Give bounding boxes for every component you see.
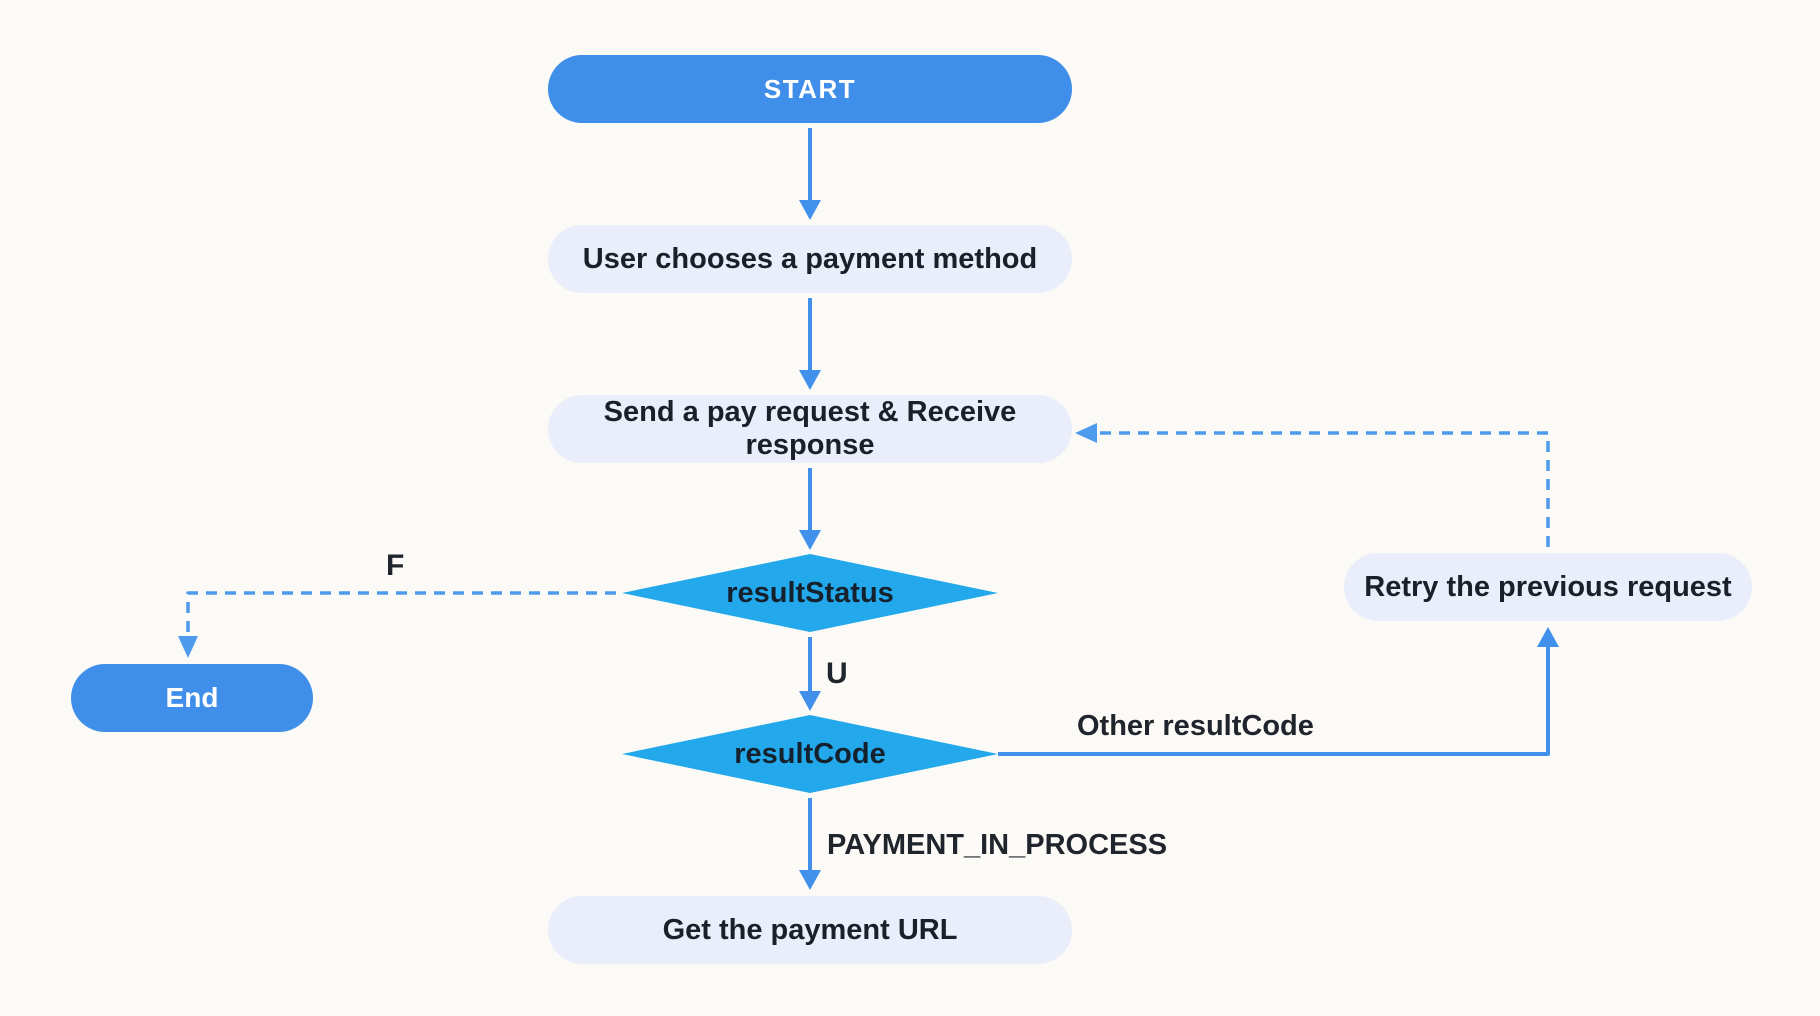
result-status-label: resultStatus (726, 576, 894, 609)
edge-label-payment-in-process: PAYMENT_IN_PROCESS (827, 829, 1168, 861)
get-url-node: Get the payment URL (548, 896, 1072, 964)
dashed-connectors (186, 431, 1550, 637)
retry-node: Retry the previous request (1344, 553, 1752, 621)
arrowhead-into-send-dashed (1075, 423, 1097, 443)
start-label: START (763, 73, 857, 104)
arrowhead-into-retry (1537, 627, 1559, 647)
edge-label-f: F (386, 549, 405, 582)
end-node: End (71, 664, 313, 732)
edge-resultcode-to-retry (998, 646, 1550, 756)
solid-arrowheads (799, 200, 1559, 890)
solid-connectors (808, 128, 1550, 871)
dashed-arrowheads (178, 423, 1097, 658)
arrowhead-into-resultcode (799, 691, 821, 711)
arrowhead-into-send (799, 370, 821, 390)
choose-method-label: User chooses a payment method (582, 242, 1038, 275)
edge-label-u: U (826, 657, 848, 690)
arrowhead-into-choose (799, 200, 821, 220)
get-url-label: Get the payment URL (662, 913, 958, 946)
send-request-label: Send a pay request & Receive response (603, 396, 1017, 461)
edge-resultstatus-to-end (186, 591, 616, 637)
retry-label: Retry the previous request (1364, 570, 1732, 603)
choose-method-node: User chooses a payment method (548, 225, 1072, 293)
edge-label-other-resultcode: Other resultCode (1077, 710, 1314, 742)
end-label: End (165, 682, 219, 713)
arrowhead-into-end (178, 636, 198, 658)
arrowhead-into-geturl (799, 870, 821, 890)
start-node: START (548, 55, 1072, 123)
arrowhead-into-resultstatus (799, 530, 821, 550)
edge-retry-to-send (1099, 431, 1550, 547)
result-code-label: resultCode (734, 737, 886, 770)
send-request-node: Send a pay request & Receive response (548, 395, 1072, 463)
